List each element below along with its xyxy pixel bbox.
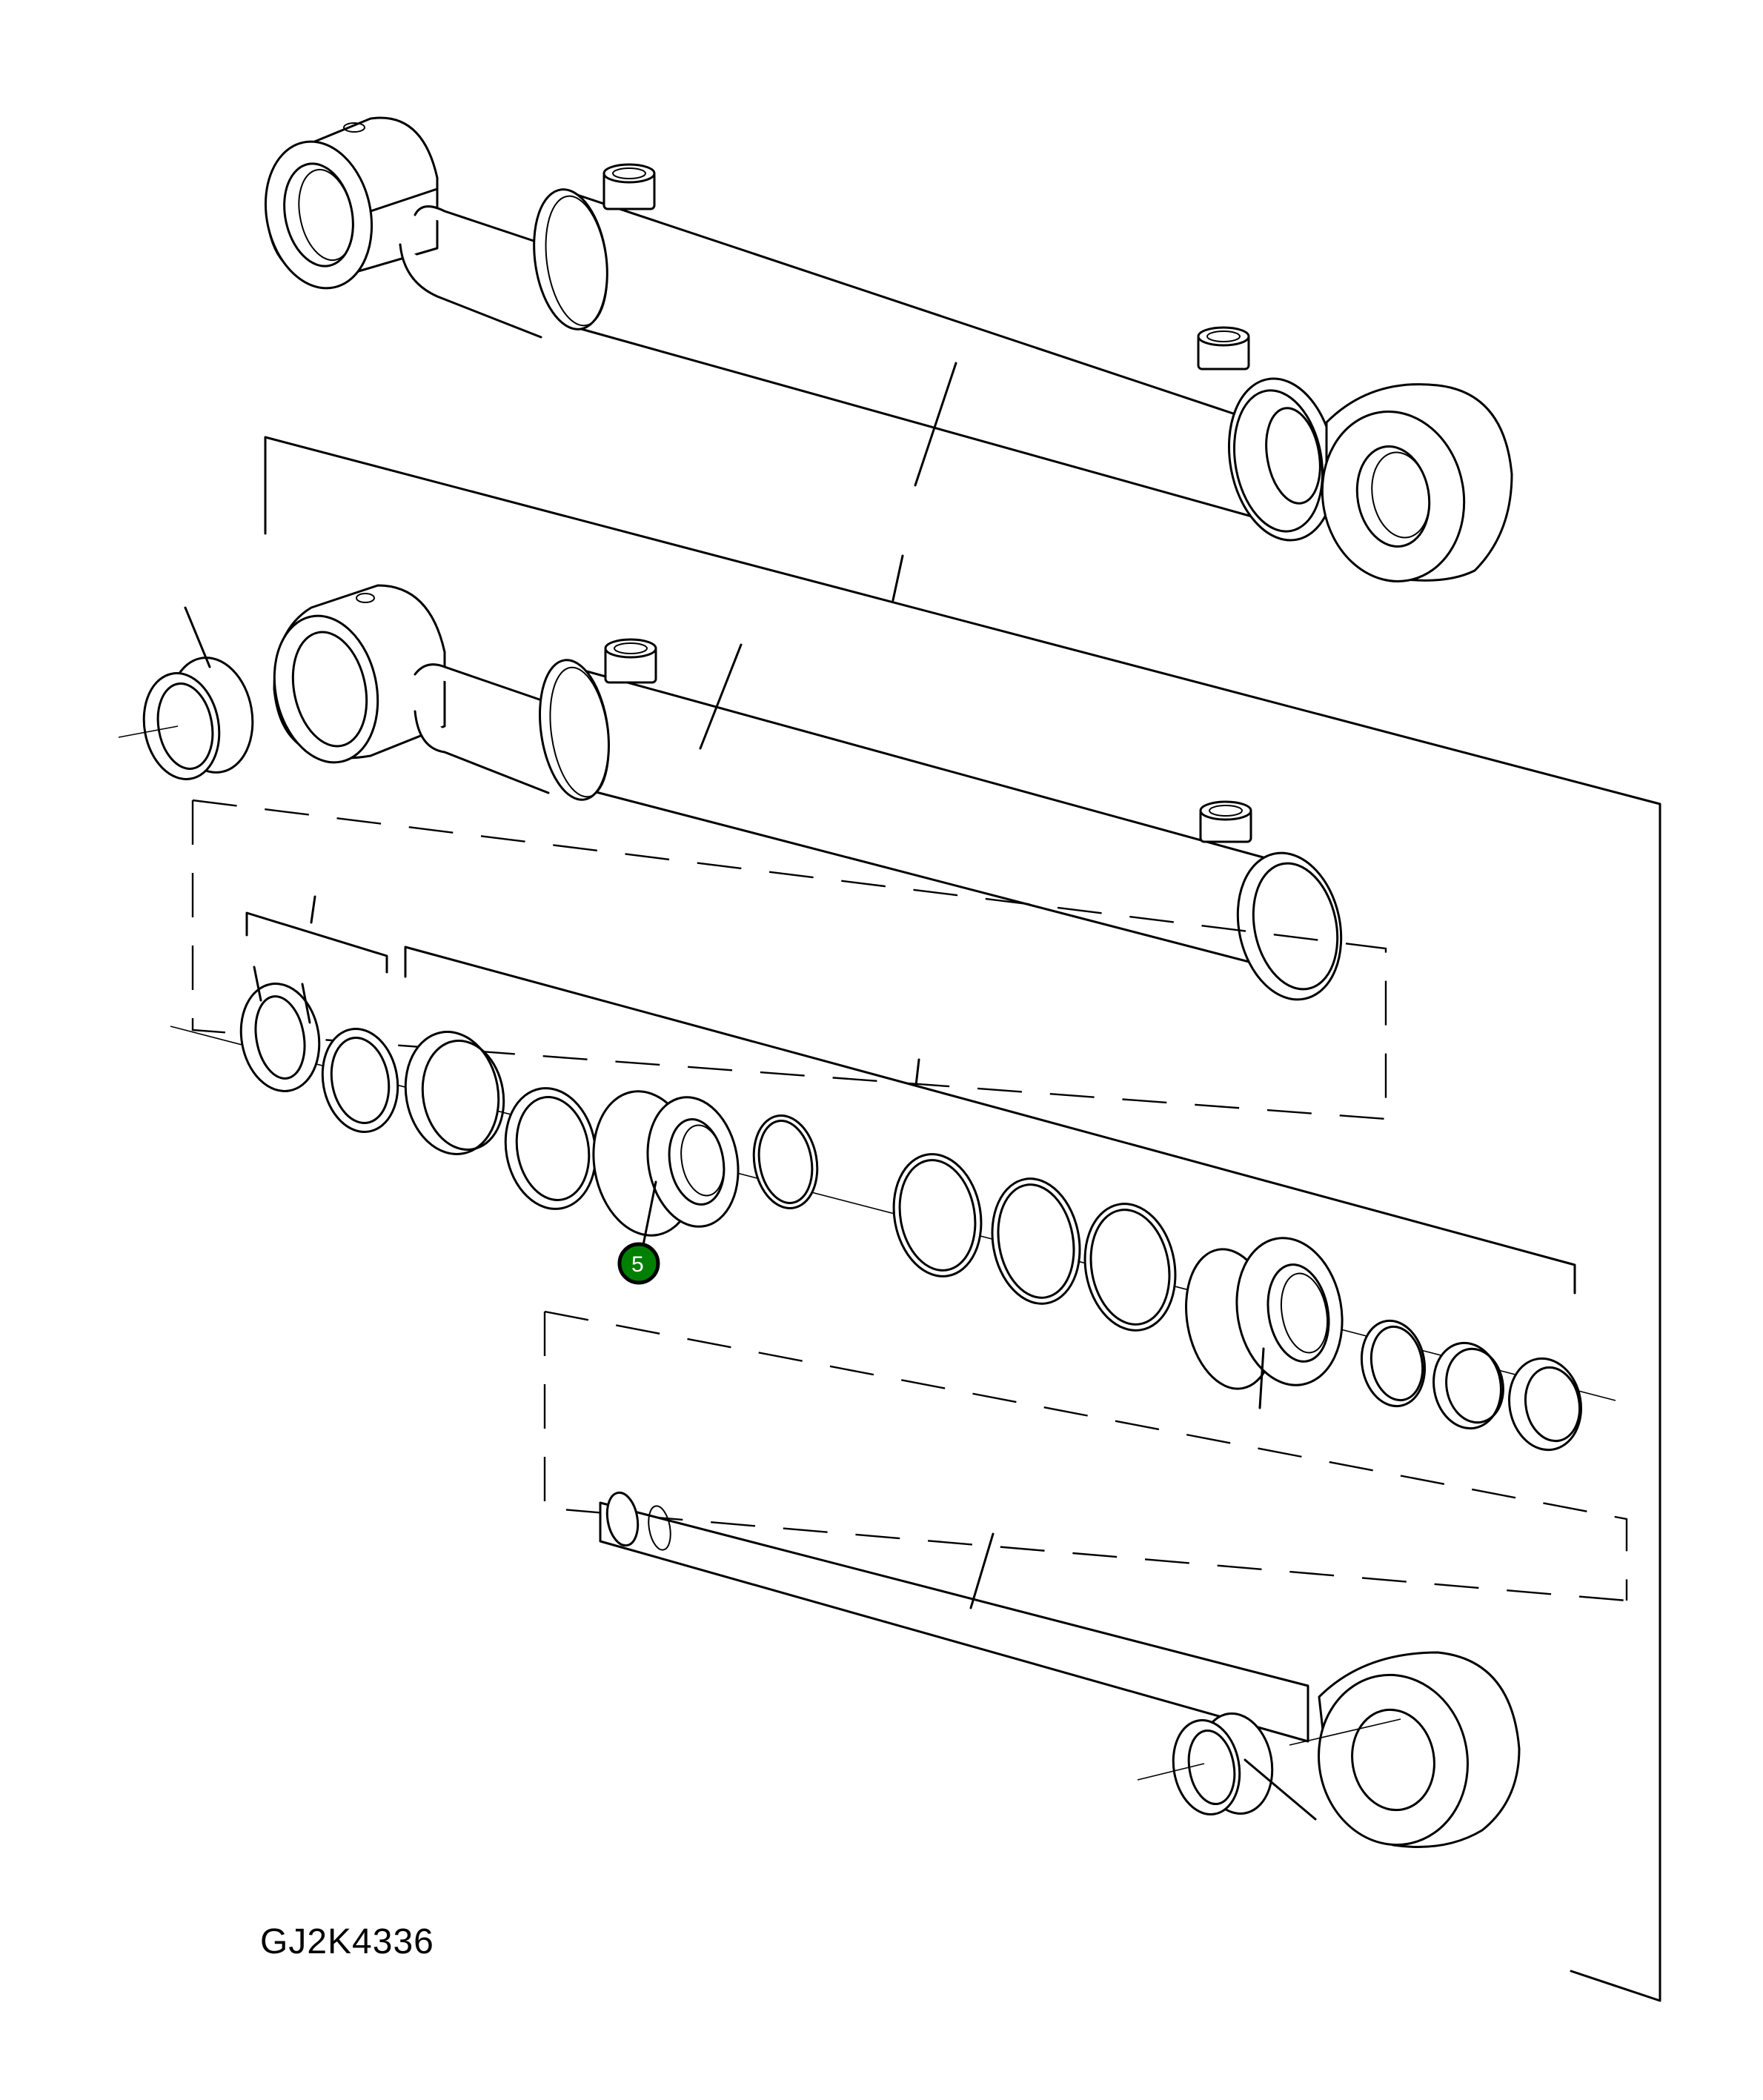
tab-washer bbox=[301, 983, 399, 1133]
gland bbox=[1185, 1237, 1344, 1409]
callout-5-label: 5 bbox=[631, 1252, 644, 1277]
piston-seal bbox=[504, 1087, 597, 1210]
bracket-piston-group bbox=[404, 946, 1576, 1295]
piston bbox=[592, 1090, 740, 1246]
lock-nut bbox=[239, 966, 321, 1092]
complete-cylinder-assembly bbox=[264, 116, 1513, 582]
rod-zone bbox=[543, 1310, 1628, 1602]
pin-bushing-left bbox=[118, 606, 254, 780]
pin-bushing-right bbox=[1137, 1712, 1317, 1821]
bracket-nut-group bbox=[245, 911, 388, 974]
drawing-code-label: GJ2K4336 bbox=[260, 1922, 434, 1961]
assembly-bracket-main bbox=[264, 436, 1661, 2002]
piston-rod bbox=[599, 1491, 1521, 1848]
cylinder-barrel bbox=[118, 584, 1343, 1001]
gland-installed bbox=[1227, 377, 1337, 542]
o-ring-small bbox=[752, 1114, 819, 1209]
rod-end-eye bbox=[1321, 383, 1513, 582]
leader-complete-cylinder bbox=[914, 362, 957, 487]
leader-bracket-main bbox=[892, 554, 904, 602]
wiper-seal bbox=[1508, 1357, 1582, 1452]
barrel-internal-zone bbox=[191, 799, 1387, 1120]
rod-bushing bbox=[1432, 1341, 1504, 1430]
o-ring-large bbox=[991, 1177, 1081, 1305]
leader-barrel bbox=[699, 643, 743, 750]
backup-ring bbox=[892, 1153, 983, 1277]
barrel-end-eye bbox=[264, 116, 439, 290]
callout-5[interactable]: 5 bbox=[617, 1242, 660, 1285]
backup-ring-2 bbox=[1083, 1203, 1177, 1332]
barrel-body bbox=[533, 163, 1261, 520]
wear-ring bbox=[404, 1031, 505, 1155]
rod-seal bbox=[1360, 1319, 1427, 1408]
